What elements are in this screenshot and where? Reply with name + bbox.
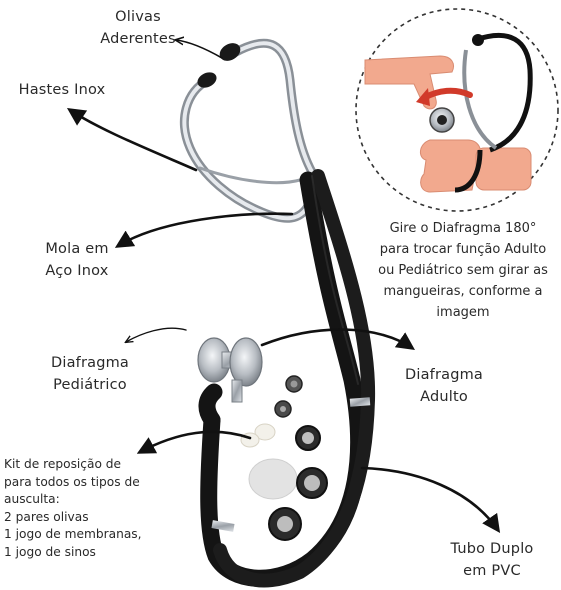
callout-arrows — [66, 40, 501, 533]
label-diafragma-pediatrico: Diafragma Pediátrico — [44, 352, 136, 396]
label-tubo-duplo: Tubo Duplo em PVC — [436, 538, 548, 582]
spare-parts-kit — [240, 375, 328, 541]
instruction-line: mangueiras, conforme a — [383, 284, 543, 299]
binaural-headset — [179, 38, 317, 223]
label-line: Adulto — [420, 389, 468, 405]
instruction-line: ou Pediátrico sem girar as — [378, 263, 548, 278]
label-hastes-inox: Hastes Inox — [10, 79, 114, 101]
label-line: Diafragma — [404, 367, 484, 383]
label-line: Hastes Inox — [18, 82, 106, 98]
label-diafragma-adulto: Diafragma Adulto — [398, 364, 490, 408]
label-line: em PVC — [463, 563, 521, 579]
double-tube — [200, 169, 376, 588]
label-line: Diafragma — [50, 355, 130, 371]
label-mola-aco-inox: Mola em Aço Inox — [36, 238, 118, 282]
ear-tip-left — [197, 72, 217, 88]
instruction-line: imagem — [436, 305, 490, 320]
kit-line: Kit de reposição de — [4, 457, 122, 471]
ear-tip-right — [219, 43, 241, 61]
label-line: Aderentes — [100, 31, 176, 47]
kit-line: para todos os tipos de — [4, 474, 140, 489]
label-line: Aço Inox — [45, 263, 109, 279]
kit-line: 1 jogo de membranas, — [4, 527, 142, 541]
label-line: Olivas — [115, 9, 161, 25]
kit-line: 1 jogo de sinos — [4, 544, 96, 559]
rotation-instruction: Gire o Diafragma 180° para trocar função… — [370, 218, 556, 323]
kit-description: Kit de reposição de para todos os tipos … — [4, 456, 154, 561]
instruction-line: Gire o Diafragma 180° — [389, 221, 537, 236]
kit-line: ausculta: — [4, 492, 60, 506]
instruction-illustration — [355, 8, 559, 212]
label-line: Mola em — [45, 241, 109, 257]
label-line: Pediátrico — [53, 377, 127, 393]
chestpiece — [197, 337, 263, 403]
label-line: Tubo Duplo — [450, 541, 534, 557]
label-olivas-aderentes: Olivas Aderentes — [82, 6, 194, 50]
kit-line: 2 pares olivas — [4, 509, 89, 524]
instruction-line: para trocar função Adulto — [379, 242, 547, 257]
